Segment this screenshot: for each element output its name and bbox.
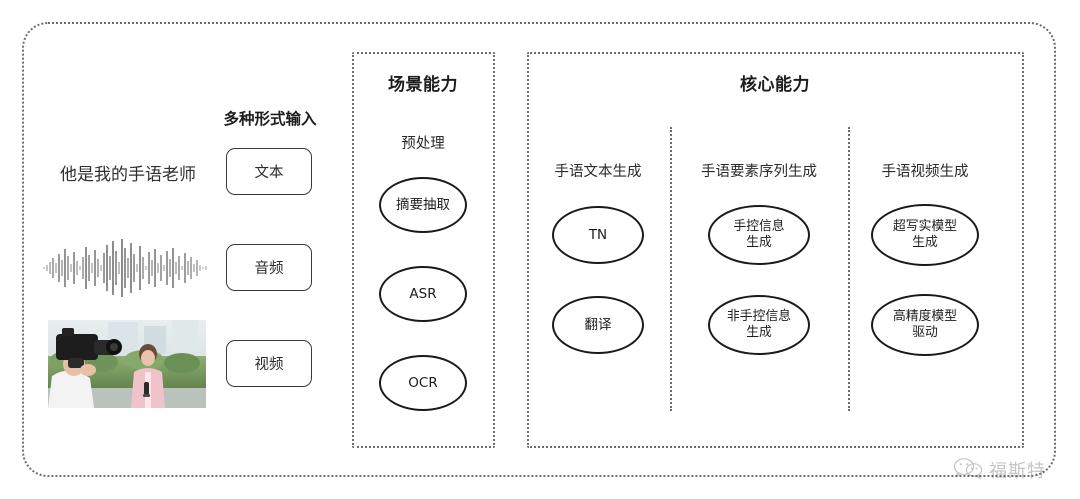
audio-waveform-icon (42, 236, 210, 300)
modality-label: 文本 (254, 165, 284, 181)
core-column-label-0: 手语文本生成 (554, 164, 642, 180)
node-core-0-1[interactable]: 翻译 (552, 296, 644, 354)
scene-capability-title: 场景能力 (388, 75, 458, 95)
modality-label: 视频 (254, 357, 284, 373)
modality-label: 音频 (254, 261, 284, 277)
wechat-bubble-icon (953, 457, 983, 483)
modality-button-text[interactable]: 文本 (226, 148, 312, 195)
watermark: 福斯特 (953, 457, 1046, 483)
modality-button-video[interactable]: 视频 (226, 340, 312, 387)
watermark-text: 福斯特 (989, 461, 1046, 482)
node-core-0-0[interactable]: TN (552, 206, 644, 264)
node-core-1-0[interactable]: 手控信息 生成 (708, 205, 810, 265)
core-column-divider-2 (848, 127, 850, 411)
core-column-label-2: 手语视频生成 (881, 164, 969, 180)
modality-button-audio[interactable]: 音频 (226, 244, 312, 291)
scene-preprocess-label: 预处理 (401, 136, 445, 152)
input-sentence-text: 他是我的手语老师 (60, 165, 196, 185)
scene-capability-box (352, 52, 495, 448)
input-heading: 多种形式输入 (223, 110, 317, 128)
node-core-2-0[interactable]: 超写实模型 生成 (871, 204, 979, 266)
node-scene-0[interactable]: 摘要抽取 (379, 177, 467, 233)
outer-frame (22, 22, 1056, 477)
core-capability-box (527, 52, 1024, 448)
node-core-1-1[interactable]: 非手控信息 生成 (708, 295, 810, 355)
core-column-label-1: 手语要素序列生成 (701, 164, 817, 180)
node-scene-1[interactable]: ASR (379, 266, 467, 322)
core-capability-title: 核心能力 (740, 75, 810, 95)
core-column-divider-1 (670, 127, 672, 411)
video-thumbnail (48, 320, 206, 408)
node-scene-2[interactable]: OCR (379, 355, 467, 411)
node-core-2-1[interactable]: 高精度模型 驱动 (871, 294, 979, 356)
